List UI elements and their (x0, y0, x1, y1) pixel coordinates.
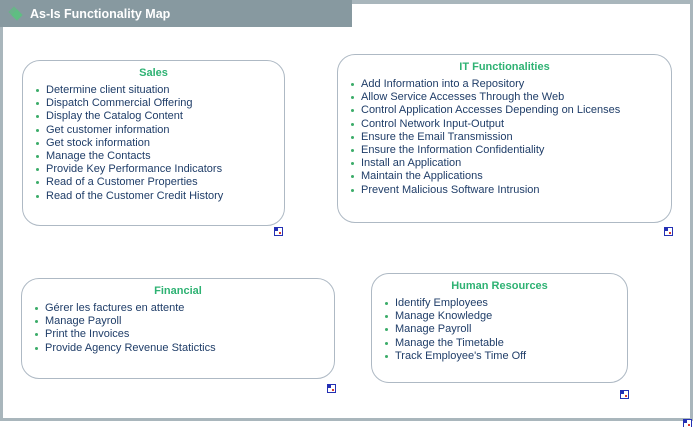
embedded-diagram-icon[interactable] (664, 227, 673, 236)
mini-blue-square (621, 391, 624, 394)
list-item: Manage Knowledge (385, 310, 621, 323)
list-item: Provide Agency Revenue Statictics (35, 342, 328, 355)
list-item: Allow Service Accesses Through the Web (351, 91, 665, 104)
list-item: Control Application Accesses Depending o… (351, 104, 665, 117)
list-item: Install an Application (351, 157, 665, 170)
mini-red-square (688, 424, 690, 426)
mini-red-square (332, 389, 334, 391)
list-item: Provide Key Performance Indicators (36, 163, 278, 176)
box-title: Human Resources (451, 280, 548, 292)
function-diamond-icon (8, 5, 23, 21)
list-item: Identify Employees (385, 297, 621, 310)
title-bar: As-Is Functionality Map (0, 0, 352, 27)
mini-blue-square (684, 420, 687, 423)
list-item: Manage the Timetable (385, 337, 621, 350)
list-item: Determine client situation (36, 84, 278, 97)
embedded-diagram-icon[interactable] (620, 390, 629, 399)
list-item: Get stock information (36, 137, 278, 150)
box-title: Financial (154, 285, 202, 297)
mini-red-square (625, 395, 627, 397)
embedded-diagram-icon[interactable] (274, 227, 283, 236)
list-item: Maintain the Applications (351, 170, 665, 183)
list-item: Manage the Contacts (36, 150, 278, 163)
list-item: Dispatch Commercial Offering (36, 97, 278, 110)
list-item: Read of the Customer Credit History (36, 190, 278, 203)
functionality-box-it-functionalities[interactable]: IT Functionalities Add Information into … (337, 54, 672, 223)
box-title: Sales (139, 67, 168, 79)
list-item: Print the Invoices (35, 328, 328, 341)
diagram-title: As-Is Functionality Map (30, 6, 171, 21)
list-item: Add Information into a Repository (351, 78, 665, 91)
mini-red-square (669, 232, 671, 234)
list-item: Display the Catalog Content (36, 110, 278, 123)
list-item: Read of a Customer Properties (36, 176, 278, 189)
list-item: Track Employee's Time Off (385, 350, 621, 363)
mini-red-square (279, 232, 281, 234)
mini-blue-square (328, 385, 331, 388)
box-title: IT Functionalities (459, 61, 550, 73)
list-item: Prevent Malicious Software Intrusion (351, 184, 665, 197)
list-item: Ensure the Email Transmission (351, 131, 665, 144)
list-item: Control Network Input-Output (351, 118, 665, 131)
mini-blue-square (665, 228, 668, 231)
list-item: Manage Payroll (385, 323, 621, 336)
embedded-diagram-icon[interactable] (683, 419, 692, 427)
mini-blue-square (275, 228, 278, 231)
list-item: Get customer information (36, 124, 278, 137)
list-item: Ensure the Information Confidentiality (351, 144, 665, 157)
embedded-diagram-icon[interactable] (327, 384, 336, 393)
list-item: Gérer les factures en attente (35, 302, 328, 315)
list-item: Manage Payroll (35, 315, 328, 328)
